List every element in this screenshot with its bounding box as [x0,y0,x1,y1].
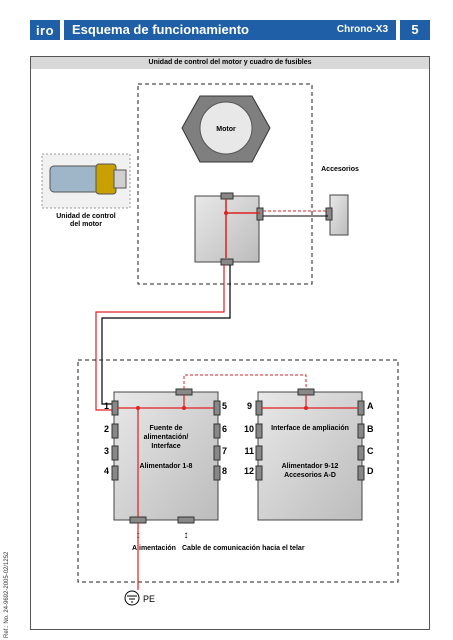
left-num-3: 3 [104,446,109,456]
slot-7 [213,445,221,461]
slot-9 [255,400,263,416]
ground-icon [124,590,140,606]
right-num-8: 8 [222,466,227,476]
slot-4 [111,465,119,481]
exp-num-12: 12 [244,466,254,476]
node-dot [224,211,228,215]
slot-6 [213,423,221,439]
slot-5 [213,400,221,416]
power-interface-box [113,391,219,521]
left-box-top-connector [175,388,193,396]
diagram-subtitle: Unidad de control del motor y cuadro de … [31,57,429,69]
slot-1 [111,400,119,416]
slot-10 [255,423,263,439]
unit-caption-line2: del motor [70,221,102,228]
node-left-2 [182,406,186,410]
right-num-6: 6 [222,424,227,434]
left-num-1: 1 [104,401,109,411]
slot-c [357,445,365,461]
unit-photo-end [113,169,127,189]
connector-bottom [220,258,234,266]
page-number: 5 [400,20,430,40]
logo-text: iro [35,22,55,38]
comm-arrow-icon: ↕ [184,530,189,541]
exp-label-d: D [367,466,374,476]
right-box-line3: Accesorios A-D [284,472,336,479]
right-num-7: 7 [222,446,227,456]
diagram-frame: Unidad de control del motor y cuadro de … [30,56,430,630]
slot-b [357,423,365,439]
slot-d [357,465,365,481]
unit-photo-spool [95,163,117,195]
right-box-line2: Alimentador 9-12 [282,463,339,470]
connector-right [256,207,264,221]
exp-label-a: A [367,401,374,411]
control-unit-box [194,195,260,263]
motor-circle [199,101,253,155]
wire-black-long [101,265,231,405]
left-num-2: 2 [104,424,109,434]
exp-label-b: B [367,424,374,434]
slot-12 [255,465,263,481]
accessories-box [329,194,349,236]
node-right [304,406,308,410]
slot-a [357,400,365,416]
unit-photo-body [49,165,101,193]
slot-11 [255,445,263,461]
comm-connector [177,516,195,524]
ground-label: PE [143,594,155,604]
exp-label-c: C [367,446,374,456]
power-connector [129,516,147,524]
slot-2 [111,423,119,439]
fuse-area-dashed [77,359,399,583]
slot-8 [213,465,221,481]
node-left-1 [136,406,140,410]
expansion-interface-box [257,391,363,521]
accessories-connector [325,207,333,221]
wire-red-long [95,265,225,411]
unit-caption-line1: Unidad de control [56,213,116,220]
motor-area-dashed [137,83,313,285]
left-box-line2: alimentación/ [144,434,189,441]
slot-3 [111,445,119,461]
right-num-5: 5 [222,401,227,411]
left-box-line1: Fuente de [149,425,182,432]
page-title: Esquema de funcionamiento [72,22,249,37]
left-box-line4: Alimentador 1-8 [140,463,193,470]
right-box-line1: Interface de ampliación [271,425,349,432]
brand-logo: iro [30,20,60,40]
model-name: Chrono-X3 [336,24,388,35]
reference-number: Ref.: No. 24-9692-2005-02/1252 [4,551,10,638]
wire-box-link-dashed [183,374,307,389]
exp-num-11: 11 [244,446,254,456]
power-label: Alimentación [132,545,176,552]
connector-top [220,192,234,200]
right-box-top-connector [297,388,315,396]
left-box-line3: Interface [151,443,180,450]
exp-num-9: 9 [247,401,252,411]
page-header: iro Esquema de funcionamiento Chrono-X3 … [30,20,430,48]
motor-label: Motor [216,126,236,133]
exp-num-10: 10 [244,424,254,434]
comm-label: Cable de comunicación hacia el telar [182,545,305,552]
title-bar: Esquema de funcionamiento Chrono-X3 [64,20,396,40]
accessories-label: Accesorios [321,166,359,173]
left-num-4: 4 [104,466,109,476]
